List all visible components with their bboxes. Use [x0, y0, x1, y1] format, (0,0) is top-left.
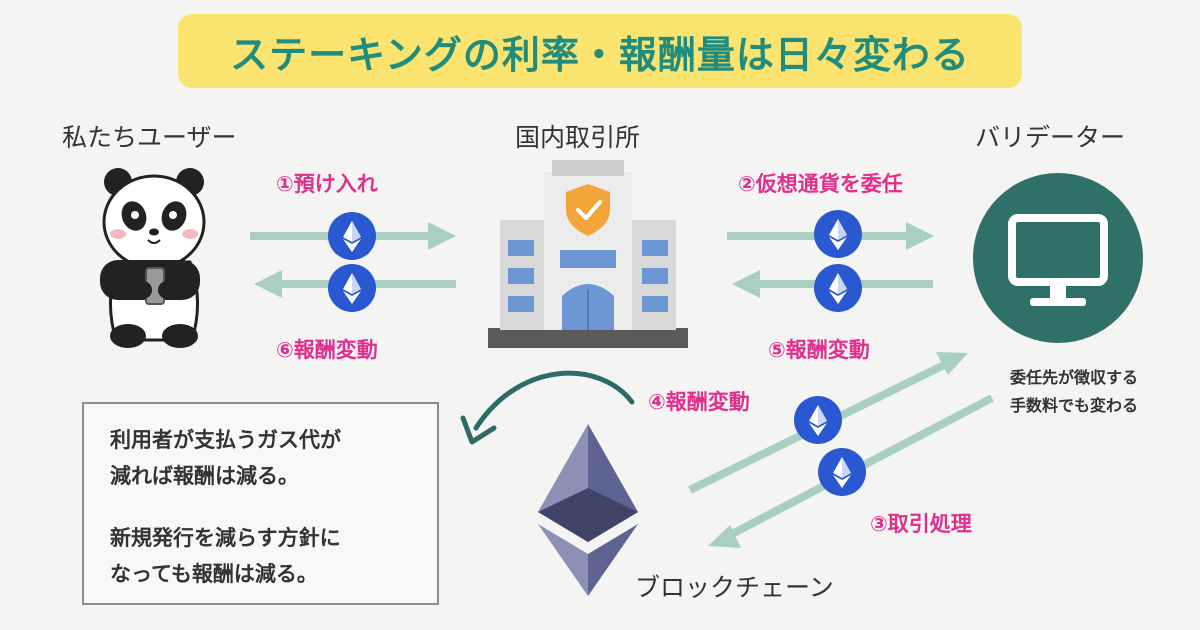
step-3-transaction: ③取引処理: [870, 512, 972, 536]
step-6-reward-change: ⑥報酬変動: [276, 338, 378, 362]
building-icon: [488, 160, 688, 348]
validator-fee-note: 委任先が徴収する 手数料でも変わる: [1010, 368, 1139, 415]
ethereum-icon: [814, 210, 862, 258]
ethereum-icon: [328, 212, 376, 260]
ethereum-icon: [814, 264, 862, 312]
info-line: なっても報酬は減る。: [110, 562, 318, 586]
panda-icon: [100, 168, 206, 348]
step-1-deposit: ①預け入れ: [276, 172, 378, 196]
label-validator: バリデーター: [975, 123, 1126, 152]
label-blockchain: ブロックチェーン: [635, 573, 834, 602]
step-4-reward-change: ④報酬変動: [648, 390, 750, 414]
ethereum-icon: [328, 264, 376, 312]
title-banner: ステーキングの利率・報酬量は日々変わる: [178, 14, 1022, 88]
ethereum-icon: [818, 448, 866, 496]
page-title: ステーキングの利率・報酬量は日々変わる: [230, 32, 970, 77]
label-exchange: 国内取引所: [515, 123, 641, 152]
step-2-delegate: ②仮想通貨を委任: [738, 172, 903, 196]
info-line: 利用者が支払うガス代が: [110, 428, 341, 452]
info-line: 減れば報酬は減る。: [110, 464, 299, 488]
label-users: 私たちユーザー: [62, 123, 237, 152]
ethereum-icon: [794, 396, 842, 444]
step-5-reward-change: ⑤報酬変動: [768, 338, 870, 362]
curved-arrow-icon: [460, 370, 635, 445]
info-box: 利用者が支払うガス代が 減れば報酬は減る。 新規発行を減らす方針に なっても報酬…: [82, 402, 439, 605]
ethereum-icon: [538, 424, 638, 596]
monitor-icon: [973, 173, 1143, 343]
info-line: 新規発行を減らす方針に: [110, 526, 341, 550]
